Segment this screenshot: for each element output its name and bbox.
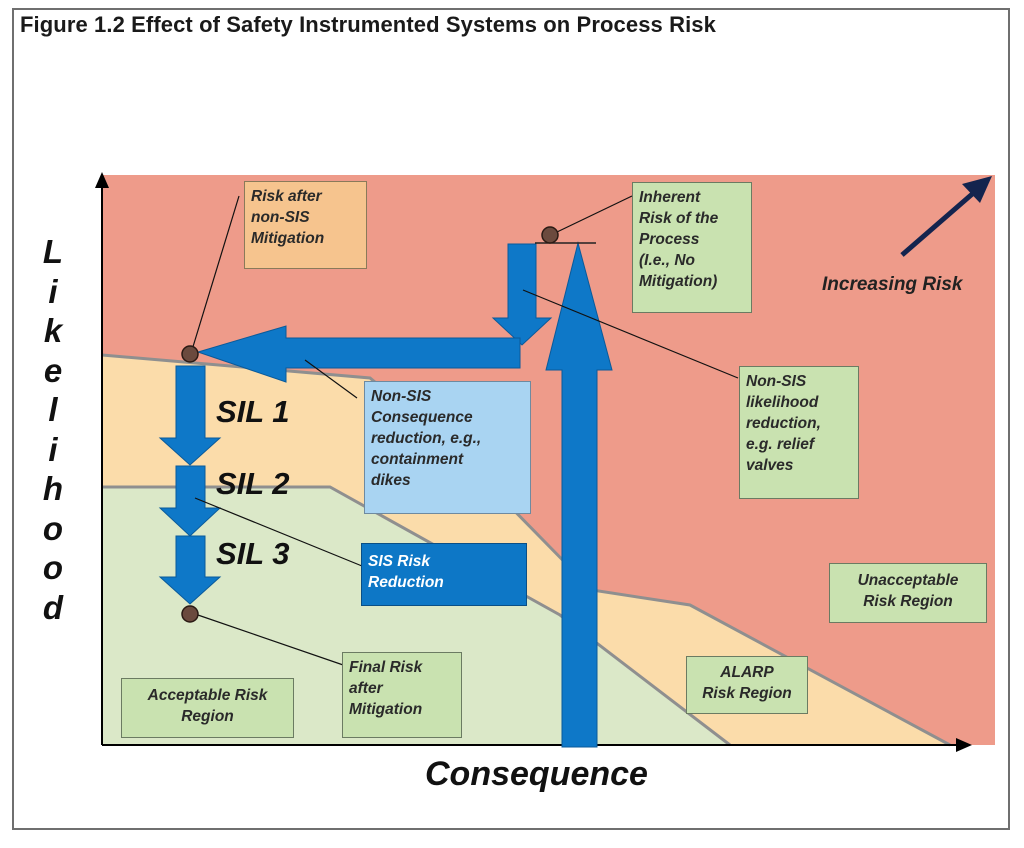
leader-non-sis-consequence: [304, 359, 358, 399]
inherent-risk-marker: [541, 226, 559, 244]
non-sis-consequence-callout: Non-SIS Consequence reduction, e.g., con…: [364, 381, 531, 514]
leader-risk-after-non-sis: [191, 195, 240, 351]
region-label-line: Risk Region: [863, 593, 953, 610]
sil-1-label: SIL 1: [216, 394, 290, 429]
y-axis-letter: h: [42, 470, 64, 507]
y-axis-letter: o: [42, 549, 64, 586]
callout-line: Mitigation: [349, 701, 423, 718]
callout-line: valves: [746, 457, 794, 474]
non-sis-likelihood-callout: Non-SIS likelihood reduction, e.g. relie…: [739, 366, 859, 499]
figure-title: Figure 1.2 Effect of Safety Instrumented…: [20, 12, 716, 37]
y-axis-letter: k: [43, 312, 63, 349]
callout-line: containment: [371, 451, 464, 468]
y-axis-letter: L: [42, 233, 64, 270]
region-label-line: Unacceptable: [857, 572, 959, 589]
risk-after-non-sis-callout: Risk after non-SIS Mitigation: [244, 181, 367, 269]
callout-line: likelihood: [746, 394, 819, 411]
callout-line: Reduction: [368, 574, 444, 591]
risk-after-non-sis-marker: [181, 345, 199, 363]
leader-non-sis-likelihood: [522, 289, 739, 379]
callout-line: Non-SIS: [746, 373, 807, 390]
non-sis-likelihood-down-arrow: [491, 243, 553, 346]
acceptable-region-label: Acceptable Risk Region: [121, 678, 294, 738]
callout-line: non-SIS: [251, 209, 310, 226]
sil-1-down-arrow: [158, 365, 222, 466]
callout-line: Final Risk: [349, 659, 423, 676]
callout-line: dikes: [371, 472, 411, 489]
increasing-risk-label: Increasing Risk: [822, 274, 963, 295]
callout-line: reduction,: [746, 415, 821, 432]
final-risk-callout: Final Risk after Mitigation: [342, 652, 462, 738]
callout-line: Process: [639, 231, 700, 248]
y-axis-letter: i: [48, 430, 58, 468]
non-sis-consequence-left-arrow: [196, 325, 521, 383]
leader-sis-risk-reduction: [194, 497, 363, 567]
final-risk-marker: [181, 605, 199, 623]
sil-3-down-arrow: [158, 535, 222, 605]
leader-inherent-risk: [556, 195, 633, 233]
y-axis-letter: e: [43, 351, 63, 389]
callout-line: Mitigation): [639, 273, 718, 290]
inherent-risk-callout: Inherent Risk of the Process (I.e., No M…: [632, 182, 752, 313]
x-axis-arrowhead: [956, 738, 972, 752]
unacceptable-region-label: Unacceptable Risk Region: [829, 563, 987, 623]
callout-line: Risk after: [251, 188, 322, 205]
unacceptable-region: [102, 175, 995, 745]
sil-3-label: SIL 3: [216, 536, 290, 571]
callout-line: Consequence: [371, 409, 473, 426]
figure-frame: [12, 8, 1010, 830]
alarp-region-label: ALARP Risk Region: [686, 656, 808, 714]
region-label-line: Region: [181, 708, 234, 725]
sil-2-label: SIL 2: [216, 466, 290, 501]
callout-line: (I.e., No: [639, 252, 695, 269]
callout-line: e.g. relief: [746, 436, 815, 453]
y-axis-letter: i: [48, 272, 58, 310]
sis-risk-reduction-callout: SIS Risk Reduction: [361, 543, 527, 606]
y-axis-label: L i k e l i h o o d: [36, 232, 70, 627]
x-axis-label: Consequence: [425, 755, 648, 793]
y-axis-arrowhead: [95, 172, 109, 188]
increasing-risk-arrowhead: [962, 176, 992, 203]
region-label-line: ALARP: [720, 664, 774, 681]
increasing-risk-arrow-shaft: [900, 187, 980, 257]
callout-line: SIS Risk: [368, 553, 431, 570]
callout-line: Inherent: [639, 189, 701, 206]
sil-2-down-arrow: [158, 465, 222, 537]
y-axis-letter: l: [48, 391, 58, 428]
inherent-risk-vertical-arrow: [545, 241, 613, 748]
callout-line: reduction, e.g.,: [371, 430, 482, 447]
callout-line: Non-SIS: [371, 388, 432, 405]
callout-line: Mitigation: [251, 230, 325, 247]
region-label-line: Acceptable Risk: [147, 687, 268, 704]
callout-line: Risk of the: [639, 210, 719, 227]
y-axis-letter: d: [42, 588, 64, 626]
region-label-line: Risk Region: [702, 685, 792, 702]
callout-line: after: [349, 680, 383, 697]
y-axis-letter: o: [42, 509, 64, 547]
leader-final-risk: [194, 613, 350, 668]
